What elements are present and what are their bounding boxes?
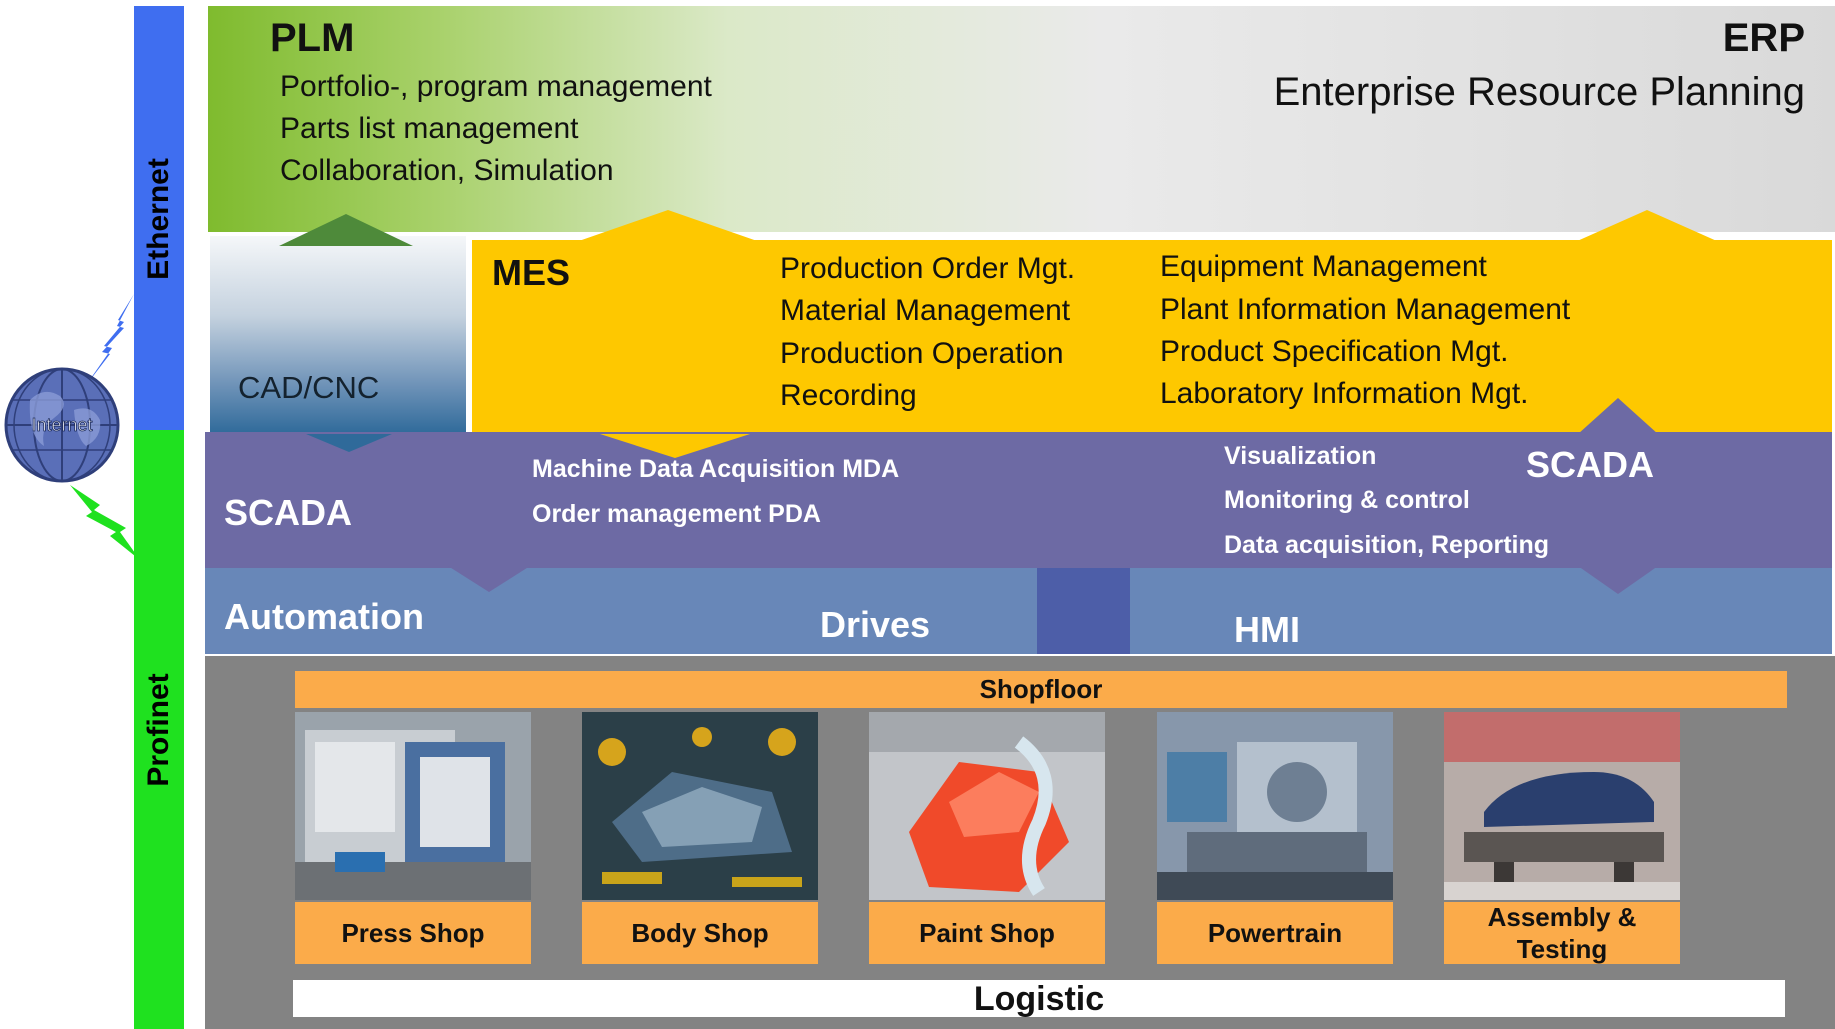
hmi-label: HMI bbox=[1234, 609, 1300, 650]
shopfloor-title: Shopfloor bbox=[295, 671, 1787, 708]
cad-cnc-label: CAD/CNC bbox=[238, 370, 380, 405]
down-arrow-icon bbox=[448, 566, 530, 592]
automation-drives-block bbox=[205, 568, 1037, 654]
down-arrow-icon bbox=[600, 434, 750, 458]
body-shop-photo bbox=[582, 712, 818, 900]
plm-title: PLM bbox=[270, 16, 355, 60]
drives-label: Drives bbox=[820, 604, 931, 645]
hmi-block bbox=[1130, 568, 1832, 654]
ethernet-lightning-icon bbox=[84, 294, 134, 388]
logistic-label: Logistic bbox=[293, 980, 1785, 1018]
body-shop-label: Body Shop bbox=[582, 902, 818, 964]
mes-item: Plant Information Management bbox=[1160, 293, 1571, 326]
mes-item: Material Management bbox=[780, 294, 1071, 327]
mes-item: Product Specification Mgt. bbox=[1160, 335, 1509, 368]
scada-item: Visualization bbox=[1224, 442, 1377, 470]
field-divider bbox=[1037, 568, 1130, 654]
mes-item: Production Order Mgt. bbox=[780, 252, 1076, 285]
press-shop-photo bbox=[295, 712, 531, 900]
assembly-photo bbox=[1444, 712, 1680, 900]
scada-title-right: SCADA bbox=[1526, 444, 1655, 485]
profinet-bar: Profinet bbox=[134, 430, 184, 1029]
down-arrow-icon bbox=[1578, 566, 1658, 594]
paint-shop-photo bbox=[869, 712, 1105, 900]
powertrain-photo bbox=[1157, 712, 1393, 900]
mes-item: Equipment Management bbox=[1160, 250, 1487, 283]
plm-item: Portfolio-, program management bbox=[280, 70, 712, 103]
erp-title: ERP bbox=[1722, 16, 1805, 60]
profinet-lightning-icon bbox=[70, 485, 140, 560]
scada-item: Order management PDA bbox=[532, 500, 821, 528]
erp-subtitle: Enterprise Resource Planning bbox=[1273, 70, 1805, 114]
globe-icon bbox=[4, 367, 120, 483]
mes-item: Recording bbox=[780, 379, 917, 412]
plm-item: Parts list management bbox=[280, 112, 579, 145]
up-arrow-icon bbox=[1575, 210, 1719, 242]
powertrain-label: Powertrain bbox=[1157, 902, 1393, 964]
mes-block bbox=[472, 240, 1832, 436]
internet-label: Internet bbox=[31, 415, 92, 435]
mes-item: Production Operation bbox=[780, 337, 1064, 370]
mes-title: MES bbox=[492, 252, 571, 293]
up-arrow-icon bbox=[576, 210, 760, 242]
profinet-label: Profinet bbox=[142, 672, 175, 787]
press-shop-label: Press Shop bbox=[295, 902, 531, 964]
automation-label: Automation bbox=[224, 596, 424, 637]
scada-title-left: SCADA bbox=[224, 492, 353, 533]
mes-item: Laboratory Information Mgt. bbox=[1160, 377, 1529, 410]
assembly-testing-label: Assembly & Testing bbox=[1444, 902, 1680, 964]
up-arrow-icon bbox=[1578, 398, 1658, 434]
cad-cnc-block bbox=[210, 236, 466, 434]
ethernet-bar: Ethernet bbox=[134, 6, 184, 432]
layer-arrows bbox=[279, 210, 1719, 594]
plm-erp-band bbox=[208, 6, 1835, 232]
paint-shop-label: Paint Shop bbox=[869, 902, 1105, 964]
scada-block bbox=[205, 432, 1832, 568]
internet-connection: Internet bbox=[4, 294, 140, 560]
scada-item: Machine Data Acquisition MDA bbox=[532, 455, 900, 483]
scada-item: Monitoring & control bbox=[1224, 486, 1470, 514]
down-arrow-icon bbox=[306, 434, 392, 452]
scada-item: Data acquisition, Reporting bbox=[1224, 531, 1550, 559]
up-arrow-icon bbox=[279, 214, 413, 246]
plm-item: Collaboration, Simulation bbox=[280, 154, 614, 187]
